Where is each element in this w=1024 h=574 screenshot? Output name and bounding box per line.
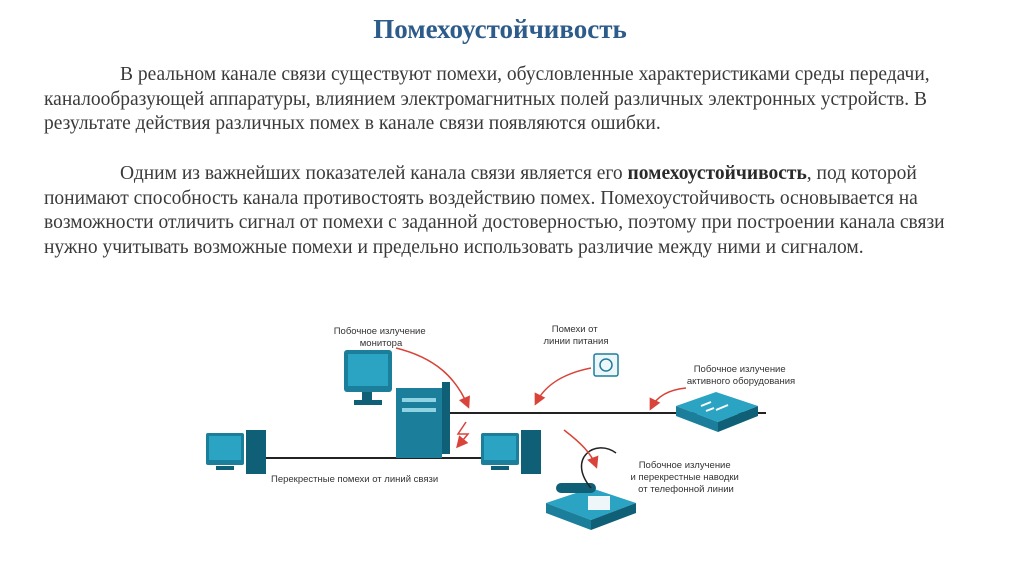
phone-line xyxy=(580,447,617,489)
arrow-monitor xyxy=(395,347,470,409)
paragraph-interference: В реальном канале связи существуют помех… xyxy=(44,63,999,137)
slide-title: Помехоустойчивость xyxy=(373,14,627,44)
label-active-equipment: Побочное излучение активного оборудовани… xyxy=(687,364,795,387)
label-crosstalk: Перекрестные помехи от линий связи xyxy=(271,474,438,485)
arrow-crosstalk xyxy=(456,421,470,449)
network-switch-icon xyxy=(676,392,758,432)
paragraph-2-intro: Одним из важнейших показателей канала св… xyxy=(120,163,628,184)
arrow-phone xyxy=(563,429,599,469)
label-power-interference: Помехи от линии питания xyxy=(543,324,608,347)
monitor-icon xyxy=(344,350,392,405)
workstation-left-icon xyxy=(206,430,266,474)
telephone-icon xyxy=(546,483,636,530)
paragraph-2-rest: , под которой понимают способность канал… xyxy=(44,163,945,258)
key-term: помехоустойчивость xyxy=(627,163,807,184)
arrow-active xyxy=(649,387,687,411)
server-icon xyxy=(396,382,450,458)
paragraph-noise-immunity: Одним из важнейших показателей канала св… xyxy=(44,162,999,260)
arrow-power xyxy=(534,367,592,406)
power-outlet-icon xyxy=(593,353,619,377)
workstation-center-icon xyxy=(481,430,541,474)
paragraph-1-text: В реальном канале связи существуют помех… xyxy=(44,64,930,134)
label-monitor-radiation: Побочное излучение монитора xyxy=(334,326,429,349)
label-phone-radiation: Побочное излучение и перекрестные наводк… xyxy=(631,460,742,495)
interference-diagram: Побочное излучение монитора Помехи от ли… xyxy=(206,324,795,530)
